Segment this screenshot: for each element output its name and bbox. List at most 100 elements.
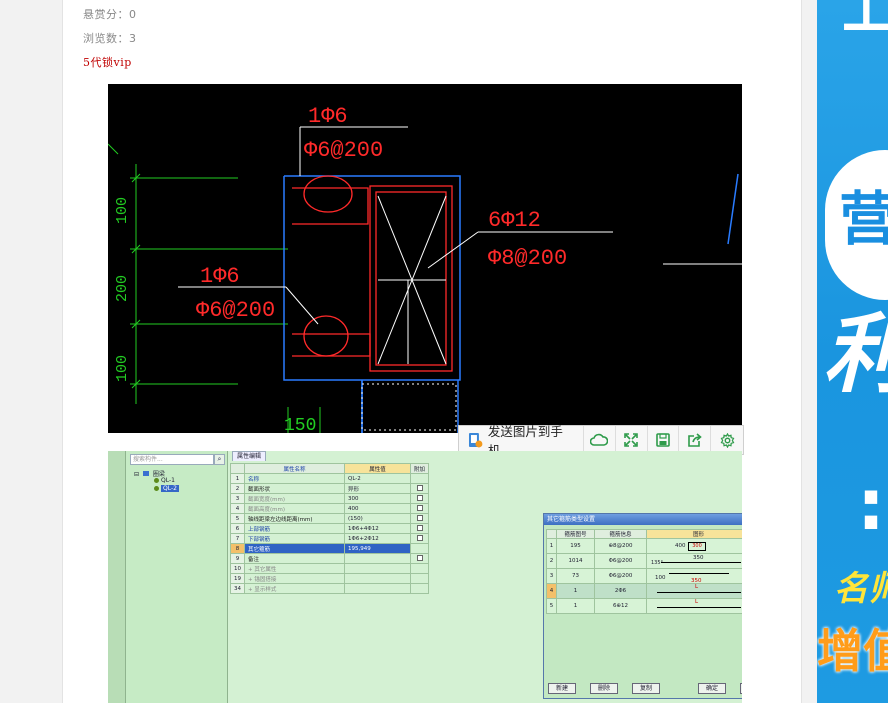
stirrup-shape[interactable]: 135°350 — [646, 553, 742, 569]
property-value[interactable]: 400 — [344, 503, 411, 514]
property-value[interactable]: 1Φ6+4Φ12 — [344, 523, 411, 534]
cancel-button[interactable]: 取消 — [740, 683, 742, 694]
new-button[interactable]: 新建 — [548, 683, 576, 694]
checkbox[interactable] — [416, 534, 423, 541]
rebar-annotations: 1Φ6 Φ6@200 6Φ12 Φ8@200 1Φ6 Φ6@200 — [196, 104, 567, 323]
component-tree-panel: 搜索构件... ⌕ ⊟ 圈梁 QL-1 QL-2 — [108, 451, 228, 703]
property-extra — [409, 563, 430, 574]
shape-dim: 350 — [691, 578, 702, 584]
settings-button[interactable] — [711, 426, 743, 454]
property-value[interactable] — [344, 553, 411, 564]
search-icon[interactable]: ⌕ — [214, 454, 225, 465]
phone-image-icon — [468, 433, 483, 448]
property-value-header: 属性值 — [344, 463, 411, 474]
tree-root[interactable]: ⊟ 圈梁 — [134, 469, 165, 478]
property-value[interactable]: 300 — [344, 493, 411, 504]
property-tab[interactable]: 属性编辑 — [232, 451, 267, 461]
tree-item-ql2[interactable]: QL-2 — [154, 485, 179, 492]
property-value[interactable] — [344, 573, 411, 584]
send-to-phone-button[interactable]: 发送图片到手机 — [459, 424, 584, 458]
cloud-button[interactable] — [584, 426, 616, 454]
checkbox[interactable] — [416, 554, 423, 561]
save-icon — [656, 433, 670, 447]
property-row[interactable]: 19+ 锚固搭接 — [230, 573, 430, 584]
component-dot-icon — [154, 478, 159, 483]
property-value[interactable] — [344, 583, 411, 594]
checkbox[interactable] — [416, 494, 423, 501]
dim-bottom-text: 150 — [284, 416, 316, 433]
save-button[interactable] — [648, 426, 680, 454]
stirrup-shape[interactable]: L — [646, 583, 742, 599]
tree-root-label: 圈梁 — [152, 471, 165, 478]
stirrup-header-row: 箍筋图号 箍筋信息 图形 — [546, 529, 742, 539]
dialog-title: 其它箍筋类型设置 — [547, 516, 596, 523]
dim-upper-text: 100 — [114, 197, 131, 224]
collapse-icon: ⊟ — [134, 471, 140, 478]
property-extra — [409, 543, 430, 554]
delete-button[interactable]: 删除 — [590, 683, 618, 694]
shape-dim: 100 — [655, 575, 666, 581]
stirrup-shape[interactable]: L — [646, 598, 742, 614]
checkbox[interactable] — [416, 524, 423, 531]
ad-banner[interactable]: ⊥ 营 利 : 名师 增值 — [817, 0, 888, 703]
stirrup-info-header: 箍筋信息 — [594, 529, 647, 539]
row-number: 8 — [230, 543, 245, 554]
fullscreen-icon — [624, 433, 638, 447]
row-number: 1 — [230, 473, 245, 484]
property-value[interactable]: (150) — [344, 513, 411, 524]
top-count-label: 1Φ6 — [308, 104, 348, 129]
property-row[interactable]: 10+ 其它属性 — [230, 563, 430, 574]
stirrup-info: Φ6@200 — [594, 553, 647, 569]
copy-button[interactable]: 复制 — [632, 683, 660, 694]
checkbox[interactable] — [416, 504, 423, 511]
stirrup-shape[interactable]: 100 350 — [646, 568, 742, 584]
vip-link[interactable]: 5代锁vip — [83, 56, 132, 69]
row-number: 3 — [546, 568, 557, 584]
checkbox[interactable] — [416, 484, 423, 491]
rebar-lines — [292, 175, 453, 372]
share-icon — [687, 433, 702, 447]
cad-drawing-svg: 100 200 100 150 — [108, 104, 742, 433]
stirrup-code: 73 — [556, 568, 595, 584]
row-number: 2 — [546, 553, 557, 569]
property-value[interactable]: 1Φ6+2Φ12 — [344, 533, 411, 544]
component-search-input[interactable]: 搜索构件... — [130, 454, 214, 465]
property-row[interactable]: 34+ 显示样式 — [230, 583, 430, 594]
property-value[interactable] — [344, 563, 411, 574]
property-value[interactable]: 异形 — [344, 483, 411, 494]
checkbox[interactable] — [416, 514, 423, 521]
shape-dim: 350 — [693, 555, 704, 561]
row-number: 7 — [230, 533, 245, 544]
leader-lines — [178, 126, 742, 431]
stirrup-code: 1014 — [556, 553, 595, 569]
shape-dim: 400 — [675, 543, 686, 549]
property-value[interactable]: 195,949 — [344, 543, 411, 554]
ok-button[interactable]: 确定 — [698, 683, 726, 694]
property-value[interactable]: QL-2 — [344, 473, 411, 484]
left-gutter — [0, 0, 62, 703]
stirrup-code: 1 — [556, 598, 595, 614]
fullscreen-button[interactable] — [616, 426, 648, 454]
tree-item-ql1[interactable]: QL-1 — [154, 477, 175, 484]
cad-drawing-image[interactable]: 100 200 100 150 — [108, 84, 742, 433]
stirrup-info: Φ6@200 — [594, 568, 647, 584]
share-button[interactable] — [679, 426, 712, 454]
software-screenshot-image[interactable]: 搜索构件... ⌕ ⊟ 圈梁 QL-1 QL-2 属性编辑 — [108, 451, 742, 703]
ad-text-line4: 增值 — [817, 624, 888, 678]
